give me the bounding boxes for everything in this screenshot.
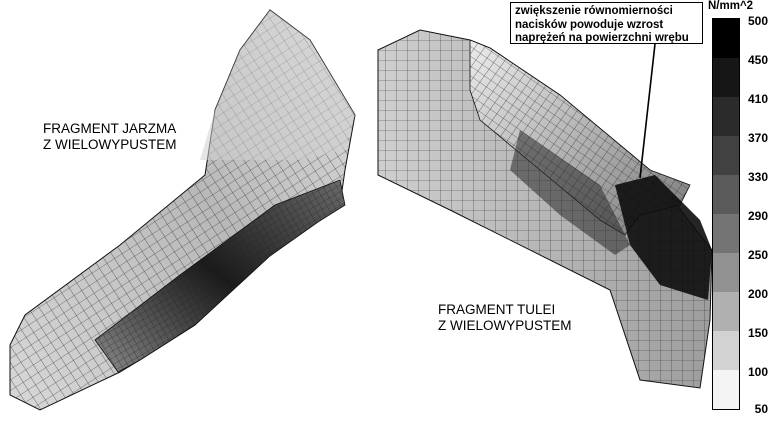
scale-segment-10: [713, 370, 739, 409]
scale-tick-450: 450: [747, 53, 768, 67]
scale-tick-290: 290: [747, 209, 768, 223]
callout-line3: naprężeń na powierzchni wrębu: [515, 32, 689, 44]
scale-segment-3: [713, 97, 739, 136]
scale-unit-label: N/mm^2: [708, 0, 754, 12]
scale-tick-250: 250: [747, 248, 768, 262]
scale-tick-330: 330: [747, 170, 768, 184]
scale-tick-500: 500: [747, 14, 768, 28]
scale-tick-410: 410: [747, 92, 768, 106]
scale-tick-200: 200: [747, 287, 768, 301]
scale-segment-1: [713, 19, 739, 58]
yoke-fragment-label: FRAGMENT JARZMA Z WIELOWYPUSTEM: [43, 121, 177, 152]
scale-tick-50: 50: [754, 402, 768, 416]
scale-tick-370: 370: [747, 131, 768, 145]
scale-segment-8: [713, 292, 739, 331]
scale-segment-4: [713, 136, 739, 175]
sleeve-fragment-mesh: [377, 29, 713, 389]
scale-segment-6: [713, 214, 739, 253]
stress-color-scale: [712, 18, 740, 410]
yoke-label-line1: FRAGMENT JARZMA: [43, 121, 177, 136]
scale-segment-9: [713, 331, 739, 370]
callout-line1: zwiększenie równomierności: [515, 5, 673, 17]
callout-line2: nacisków powoduje wzrost: [515, 18, 664, 31]
scale-segment-5: [713, 175, 739, 214]
sleeve-label-line1: FRAGMENT TULEI: [438, 302, 556, 317]
stress-callout-box: zwiększenie równomierności nacisków powo…: [510, 2, 703, 44]
scale-tick-150: 150: [747, 326, 768, 340]
callout-leader-line: [639, 43, 656, 179]
scale-segment-2: [713, 58, 739, 97]
yoke-label-line2: Z WIELOWYPUSTEM: [43, 136, 177, 152]
sleeve-label-line2: Z WIELOWYPUSTEM: [438, 317, 572, 333]
scale-tick-100: 100: [747, 365, 768, 379]
scale-segment-7: [713, 253, 739, 292]
sleeve-fragment-label: FRAGMENT TULEI Z WIELOWYPUSTEM: [438, 302, 572, 333]
yoke-fragment-mesh: [9, 9, 356, 411]
